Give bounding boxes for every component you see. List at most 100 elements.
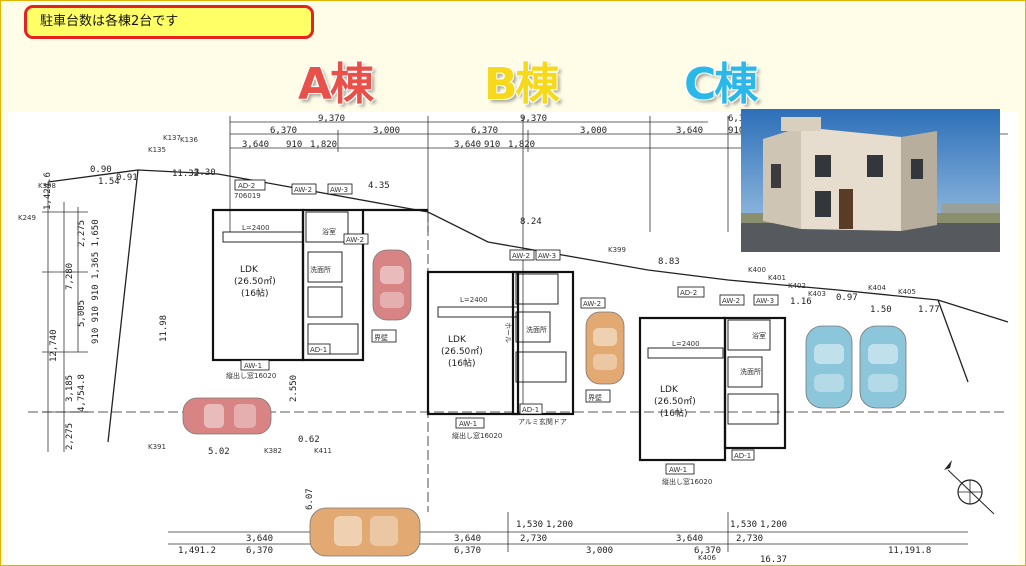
len-2: 0.91	[116, 173, 138, 183]
point-k404: K404	[868, 284, 886, 292]
len-11: 1.77	[918, 305, 940, 315]
dim-bottom-8: 6,370	[694, 546, 721, 556]
unit-b-hall: ホール	[504, 322, 512, 343]
unit-a-washroom: 洗面所	[310, 265, 331, 274]
dim-b3: 3,640	[454, 140, 481, 150]
dim-bottom-9: 2,730	[736, 534, 763, 544]
unit-b-kitchen: L=2400	[460, 296, 488, 304]
unit-a-aw1: AW-1	[244, 362, 262, 370]
building-label-c: C棟	[684, 59, 758, 110]
dim-a3: 3,640	[242, 140, 269, 150]
point-k137: K137	[163, 134, 181, 142]
dim-a1: 6,370	[270, 126, 297, 136]
unit-b-tatami: (16帖)	[448, 357, 475, 369]
unit-c-washroom: 洗面所	[740, 367, 761, 376]
unit-c-area: (26.50㎡)	[654, 396, 696, 407]
unit-a-partition: 界壁	[374, 333, 388, 342]
dim-c1: 3,640	[676, 126, 703, 136]
point-k401: K401	[768, 274, 786, 282]
unit-a-bath: 浴室	[322, 227, 336, 236]
unit-b-ldk: LDK	[448, 335, 467, 345]
len-10: 1.50	[870, 305, 892, 315]
unit-b-partition: 界壁	[588, 393, 602, 402]
point-k411: K411	[314, 447, 332, 455]
car-red-horizontal	[182, 397, 272, 435]
point-k402: K402	[788, 282, 806, 290]
dim-bottom-2: 3,640	[246, 534, 273, 544]
point-k391: K391	[148, 443, 166, 451]
compass-icon	[944, 460, 995, 515]
unit-a-area: (26.50㎡)	[234, 276, 276, 287]
unit-b-washroom: 洗面所	[526, 325, 547, 334]
building-label-b: B棟	[484, 59, 560, 110]
dim-bottom-12: 1,200	[546, 520, 573, 530]
len-6: 8.24	[520, 217, 542, 227]
dim-top-a: 9,370	[318, 114, 345, 124]
point-k405: K405	[898, 288, 916, 296]
point-k135: K135	[148, 146, 166, 154]
dim-bottom-10: 11,191.8	[888, 546, 931, 556]
unit-b-aw2: AW-2	[583, 300, 601, 308]
unit-a-tatami: (16帖)	[241, 287, 268, 299]
dim-left-4: 12,740	[49, 329, 59, 362]
unit-c-bath: 浴室	[752, 331, 766, 340]
len-8: 1.16	[790, 297, 812, 307]
dim-top-b: 9,370	[520, 114, 547, 124]
house-photo	[741, 109, 1000, 252]
dim-left-1: 2,275	[77, 220, 87, 247]
point-k399: K399	[608, 246, 626, 254]
point-k382: K382	[264, 447, 282, 455]
unit-b-area: (26.50㎡)	[441, 346, 483, 357]
unit-c-ad2: AD-2	[680, 289, 697, 297]
len-16: 2.550	[289, 375, 299, 402]
car-orange-horizontal	[309, 507, 421, 557]
dim-bottom-6: 3,000	[586, 546, 613, 556]
dim-b2: 3,000	[580, 126, 607, 136]
dim-left-2: 7,280	[65, 263, 75, 290]
dim-left-0: 1,424.6	[43, 172, 53, 210]
point-k403: K403	[808, 290, 826, 298]
dim-bottom-1: 6,370	[246, 546, 273, 556]
unit-b-aw2-top: AW-2	[512, 252, 530, 260]
unit-a-ad2: AD-2	[238, 182, 255, 190]
unit-c-ad1: AD-1	[734, 452, 751, 460]
parking-note: 駐車台数は各棟2台です	[24, 5, 314, 39]
dim-bottom-11: 1,530	[516, 520, 543, 530]
dim-b5: 1,820	[508, 140, 535, 150]
dim-left-3: 5,005	[77, 300, 87, 327]
unit-a-aw2-top: AW-2	[294, 186, 312, 194]
len-4: 3.30	[194, 168, 216, 178]
dim-b1: 6,370	[471, 126, 498, 136]
dim-left-row: 910 910 910 1,365 1,650	[91, 219, 101, 344]
unit-a-kitchen: L=2400	[242, 224, 270, 232]
unit-c-ldk: LDK	[660, 385, 679, 395]
dim-b4: 910	[484, 140, 500, 150]
dim-bottom-4: 2,730	[520, 534, 547, 544]
dim-a5: 1,820	[310, 140, 337, 150]
dim-a4: 910	[286, 140, 302, 150]
unit-c-tatami: (16帖)	[660, 407, 687, 419]
dim-left-7: 2,275	[65, 423, 75, 450]
unit-a-aw2: AW-2	[346, 236, 364, 244]
dim-c2: 910	[728, 126, 744, 136]
dim-bottom-0: 1,491.2	[178, 546, 216, 556]
unit-b-window: 縦出し窓16020	[452, 431, 502, 440]
len-3: 11.32	[172, 169, 199, 179]
len-9: 0.97	[836, 293, 858, 303]
len-15: 6.07	[305, 488, 315, 510]
dim-a2: 3,000	[373, 126, 400, 136]
unit-a-window: 縦出し窓16020	[226, 371, 276, 380]
unit-c-aw2: AW-2	[722, 297, 740, 305]
unit-a-ldk: LDK	[240, 265, 259, 275]
dim-left-5: 3,185	[65, 375, 75, 402]
point-k136: K136	[180, 136, 198, 144]
dim-bottom-3: 3,640	[454, 534, 481, 544]
unit-b-ad1: AD-1	[522, 406, 539, 414]
building-label-a: A棟	[298, 59, 374, 110]
len-7: 8.83	[658, 257, 680, 267]
dim-bottom-7: 3,640	[676, 534, 703, 544]
len-5: 4.35	[368, 181, 390, 191]
len-14: 0.62	[298, 435, 320, 445]
len-0: 0.90	[90, 165, 112, 175]
unit-a-aw3: AW-3	[330, 186, 348, 194]
